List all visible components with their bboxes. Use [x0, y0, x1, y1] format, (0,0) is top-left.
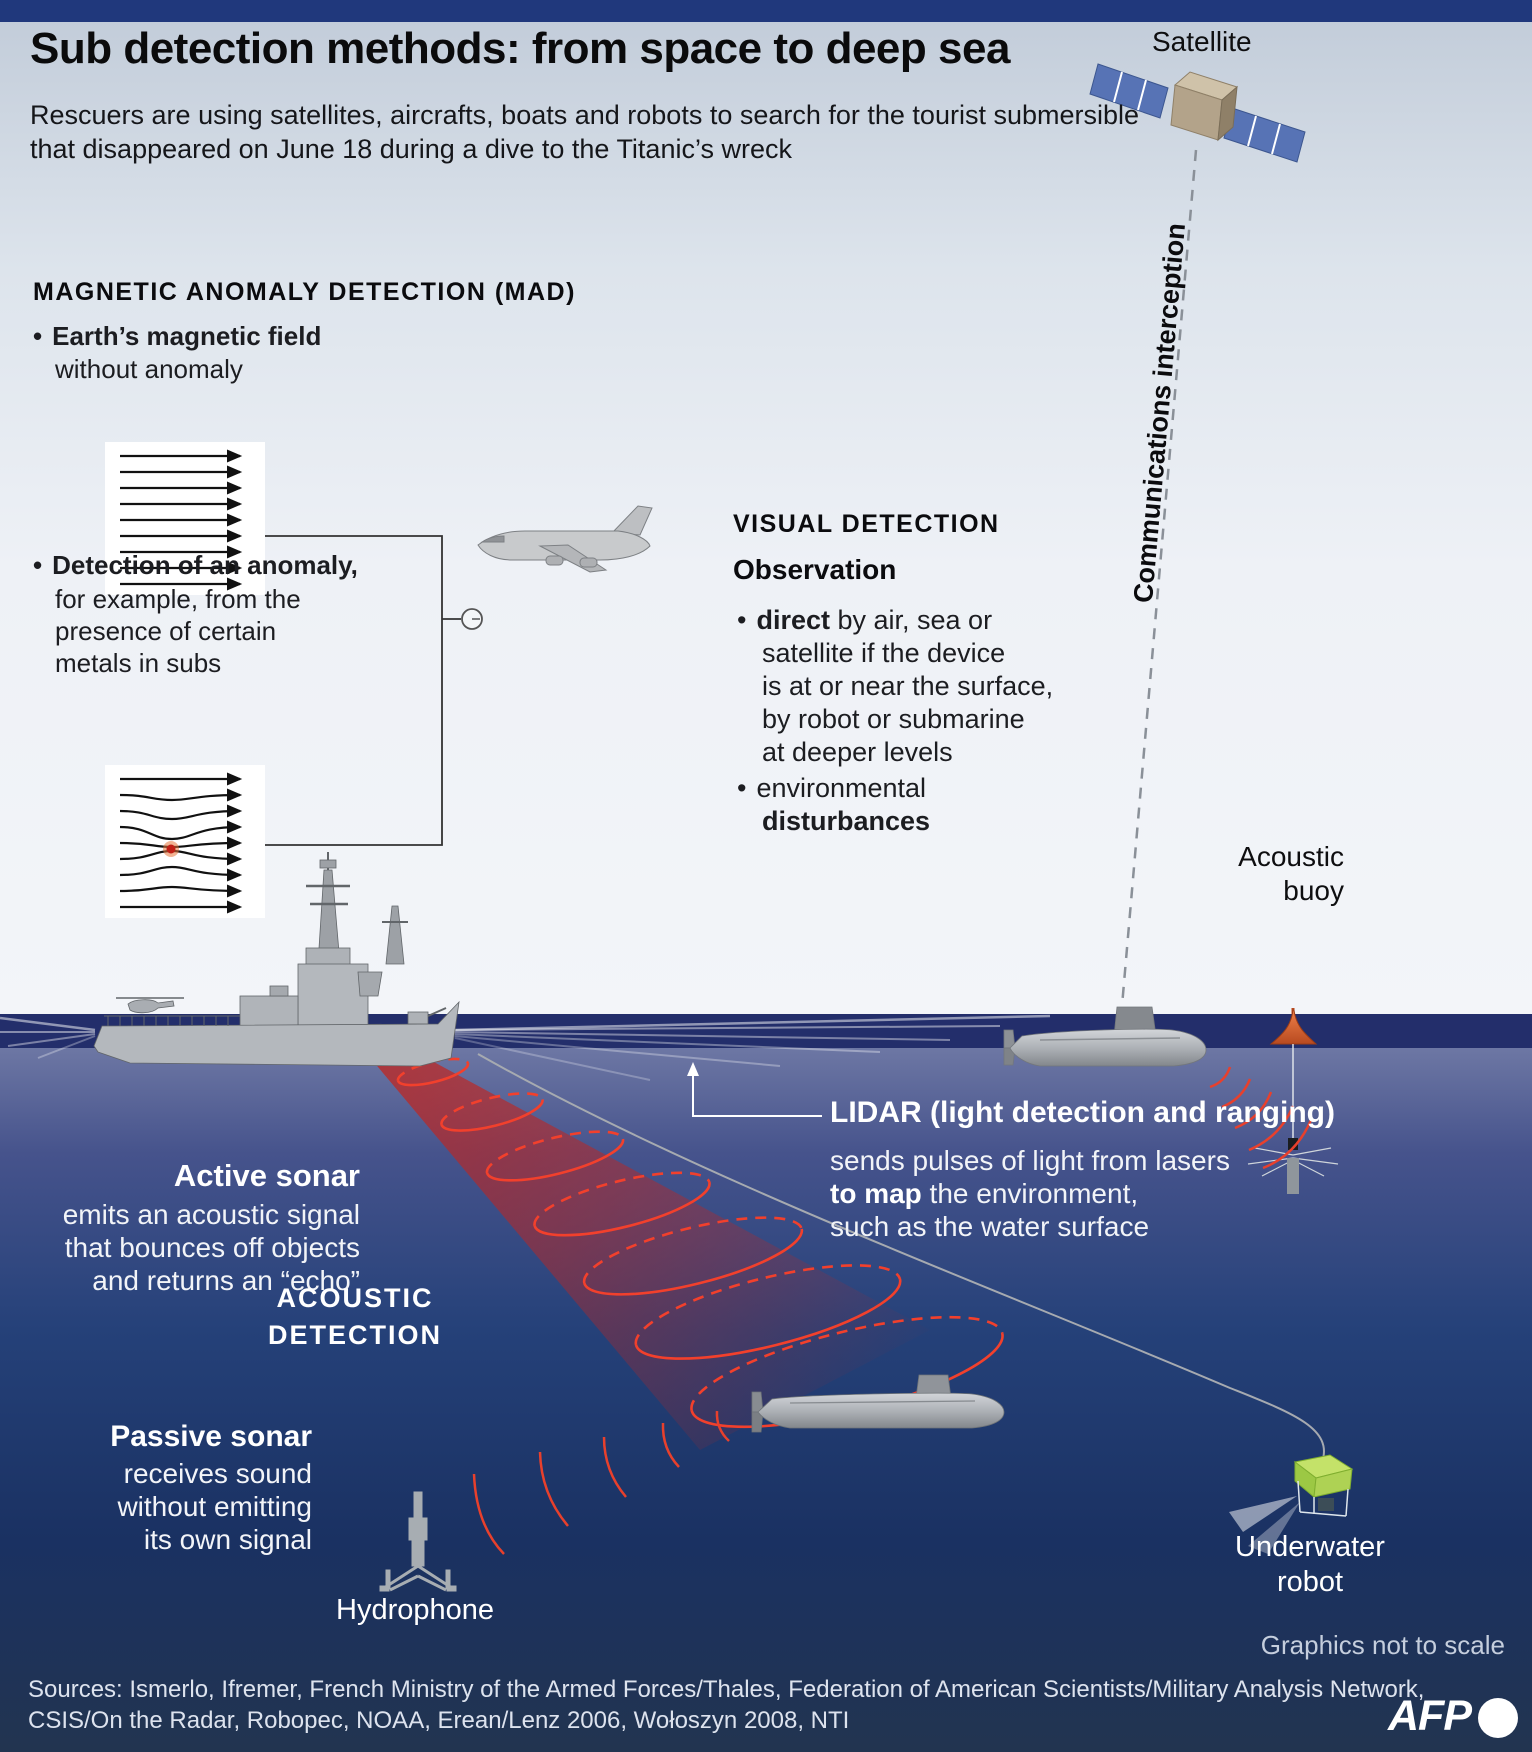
sources-text: Sources: Ismerlo, Ifremer, French Minist…	[28, 1674, 1424, 1736]
passive-sonar-title: Passive sonar	[110, 1420, 312, 1453]
mad-bullet2: •Detection of an anomaly,	[33, 550, 358, 580]
lidar-line2: to map the environment,	[830, 1178, 1139, 1209]
passive-sonar-line2: without emitting	[117, 1491, 312, 1522]
afp-logo-text: AFP	[1388, 1692, 1472, 1740]
visual-bullet1: •direct by air, sea or	[737, 605, 993, 635]
mad-bullet1: •Earth’s magnetic field	[33, 321, 322, 351]
afp-logo: AFP	[1388, 1692, 1518, 1741]
passive-sonar-line3: its own signal	[143, 1524, 312, 1555]
top-accent-bar	[0, 0, 1532, 22]
bullet-dot: •	[33, 321, 43, 351]
underwater-robot-label: Underwater robot	[1235, 1531, 1385, 1598]
visual-bullet1-line4: by robot or submarine	[762, 704, 1025, 734]
satellite-label: Satellite	[1152, 26, 1252, 57]
visual-bullet2-line2: disturbances	[762, 806, 931, 836]
mad-section-heading: MAGNETIC ANOMALY DETECTION (MAD)	[33, 278, 576, 306]
visual-bullet1-line2: satellite if the device	[762, 638, 1006, 668]
active-sonar-line2: that bounces off objects	[64, 1232, 360, 1263]
acoustic-buoy-label: Acoustic buoy	[1238, 841, 1344, 906]
active-sonar-title: Active sonar	[173, 1158, 360, 1193]
passive-sonar-line1: receives sound	[123, 1458, 312, 1489]
page-subtitle: Rescuers are using satellites, aircrafts…	[30, 98, 1139, 166]
visual-bullet1-line3: is at or near the surface,	[762, 671, 1054, 701]
mad-bullet1-line2: without anomaly	[55, 354, 243, 384]
bullet-dot: •	[33, 550, 43, 580]
lidar-line3: such as the water surface	[830, 1211, 1150, 1242]
sources-line1: Sources: Ismerlo, Ifremer, French Minist…	[28, 1676, 1425, 1703]
acoustic-detection-heading: ACOUSTIC DETECTION	[267, 1283, 442, 1350]
observation-subheading: Observation	[733, 554, 897, 585]
sources-line2: CSIS/On the Radar, Robopec, NOAA, Erean/…	[28, 1707, 850, 1734]
mad-bullet2-line1: for example, from the	[55, 584, 301, 614]
bullet-dot: •	[737, 605, 747, 635]
visual-bullet1-line5: at deeper levels	[762, 737, 953, 767]
mad-bullet2-line3: metals in subs	[55, 648, 222, 678]
lidar-body: sends pulses of light from lasers to map…	[830, 1144, 1230, 1243]
graphics-note: Graphics not to scale	[1260, 1630, 1505, 1660]
visual-bullet2: •environmental	[737, 773, 927, 803]
active-sonar-line3: and returns an “echo”	[92, 1265, 360, 1296]
lidar-title: LIDAR (light detection and ranging)	[830, 1096, 1335, 1129]
page-title: Sub detection methods: from space to dee…	[30, 24, 1010, 73]
active-sonar-block: Active sonar emits an acoustic signal th…	[20, 1158, 360, 1297]
subtitle-line2: that disappeared on June 18 during a div…	[30, 134, 792, 164]
hydrophone-label: Hydrophone	[336, 1594, 494, 1626]
passive-sonar-block: Passive sonar receives sound without emi…	[30, 1420, 312, 1556]
bullet-dot: •	[737, 773, 747, 803]
lidar-line1: sends pulses of light from lasers	[830, 1145, 1230, 1176]
afp-logo-dot	[1478, 1698, 1518, 1738]
sea-surface-band	[0, 1014, 1532, 1048]
subtitle-line1: Rescuers are using satellites, aircrafts…	[30, 100, 1140, 130]
active-sonar-line1: emits an acoustic signal	[62, 1199, 360, 1230]
visual-section-heading: VISUAL DETECTION	[733, 510, 1000, 538]
mad-bullet2-line2: presence of certain	[55, 616, 277, 646]
